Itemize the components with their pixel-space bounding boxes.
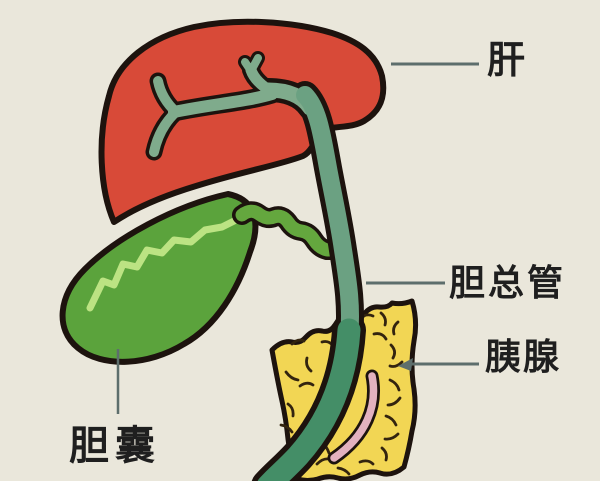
pancreas-texture: [279, 311, 404, 476]
pancreatic-duct: [330, 372, 378, 462]
gallbladder-shape: [59, 191, 259, 365]
cystic-duct: [235, 204, 339, 257]
label-liver: 肝: [487, 38, 525, 82]
common-bile-duct-upper: [296, 86, 360, 347]
pancreas-arrowhead: [398, 358, 413, 371]
label-gallbladder: 胆囊: [69, 423, 161, 469]
common-bile-duct-lower: [257, 318, 361, 481]
liver-shape: [98, 18, 387, 225]
label-pancreas: 胰腺: [485, 337, 561, 378]
gallbladder-highlight: [86, 210, 252, 312]
label-common-bile-duct: 胆总管: [449, 263, 566, 304]
